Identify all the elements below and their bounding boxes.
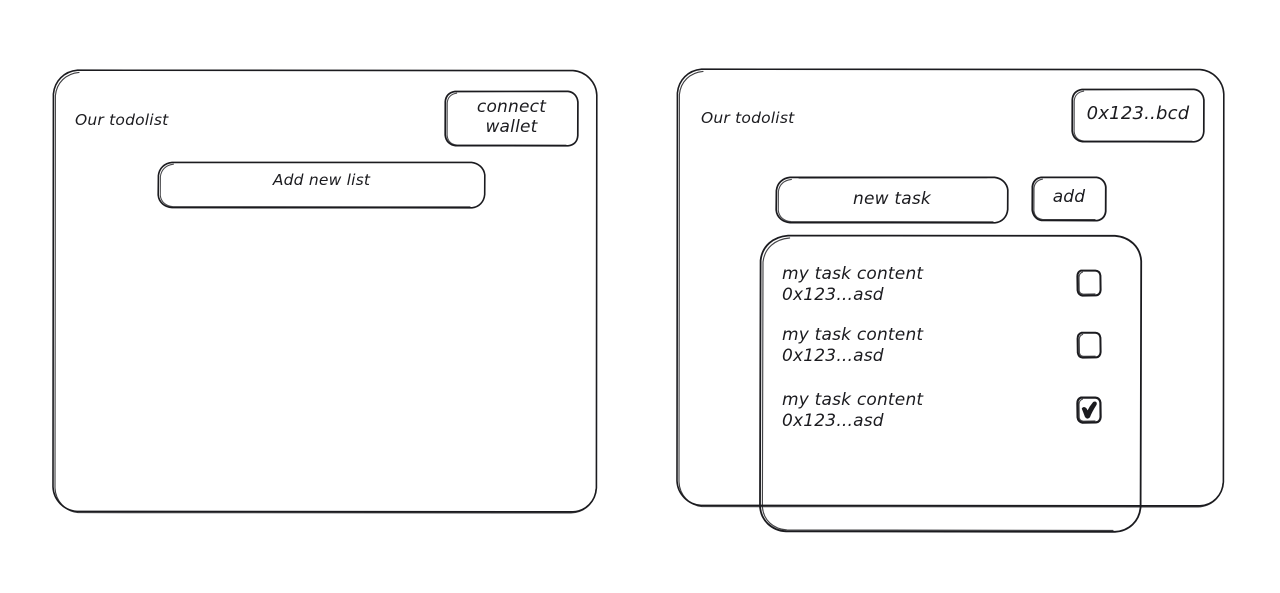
- todolist-app-connected: Our todolist 0x123..bcd new task add: [676, 68, 1225, 533]
- connect-wallet-label: connect wallet: [444, 97, 579, 137]
- add-task-button[interactable]: add: [1031, 176, 1107, 222]
- list-item[interactable]: my task content 0x123...asd: [782, 390, 923, 431]
- badge-outline: [1071, 88, 1205, 143]
- checkbox-empty-icon[interactable]: [1076, 269, 1102, 297]
- connect-wallet-button[interactable]: connect wallet: [444, 90, 579, 147]
- checkbox-checked-icon[interactable]: [1076, 396, 1102, 424]
- add-new-list-label: Add new list: [272, 171, 371, 189]
- task-owner: 0x123...asd: [782, 284, 884, 305]
- list-item[interactable]: my task content 0x123...asd: [782, 325, 923, 366]
- task-content: my task content: [782, 390, 924, 410]
- connect-wallet-line-2: wallet: [485, 117, 538, 138]
- add-task-label: add: [1052, 187, 1086, 207]
- check-glyph: [1081, 401, 1097, 419]
- wallet-address-badge[interactable]: 0x123..bcd: [1071, 88, 1205, 143]
- task-list: my task content 0x123...asd my task cont…: [758, 234, 1144, 534]
- task-owner: 0x123...asd: [782, 345, 884, 366]
- button-outline: [444, 90, 579, 147]
- checkbox-empty-icon[interactable]: [1076, 331, 1102, 359]
- page-title: Our todolist: [75, 111, 169, 129]
- page-title: Our todolist: [701, 109, 795, 127]
- task-content: my task content: [782, 264, 924, 284]
- wallet-address-label: 0x123..bcd: [1086, 103, 1190, 124]
- task-owner: 0x123...asd: [782, 410, 884, 431]
- task-content: my task content: [782, 325, 924, 345]
- list-item[interactable]: my task content 0x123...asd: [782, 264, 923, 305]
- add-new-list-button[interactable]: Add new list: [157, 161, 486, 209]
- connect-wallet-line-1: connect: [476, 97, 547, 117]
- input-outline: [775, 176, 1009, 224]
- button-outline: [157, 161, 486, 209]
- new-task-input[interactable]: new task: [775, 176, 1009, 224]
- todolist-app-disconnected: Our todolist connect wallet Add new list: [52, 69, 598, 514]
- new-task-value: new task: [853, 189, 931, 209]
- button-outline: [1031, 176, 1107, 222]
